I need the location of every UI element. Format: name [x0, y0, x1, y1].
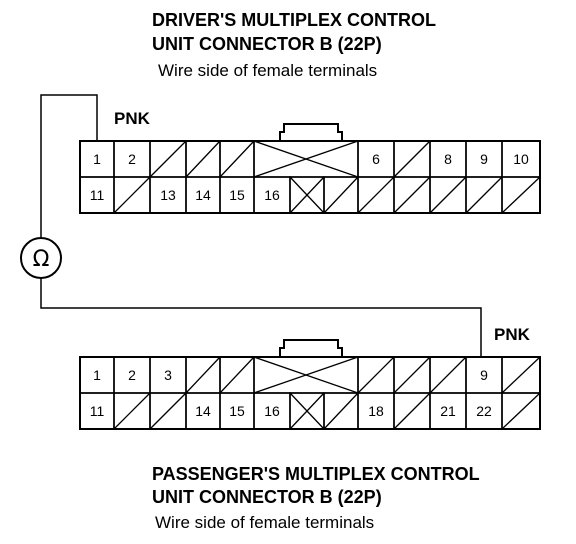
unused-terminal-mark: [429, 356, 467, 394]
unused-terminal-mark: [501, 176, 541, 214]
unused-terminal-mark: [113, 392, 151, 430]
terminal-number: 1: [93, 367, 101, 383]
terminal-number: 15: [229, 403, 245, 419]
blocked-cavity-mark: [289, 176, 325, 214]
connector-lock-tab: [279, 123, 343, 141]
unused-terminal-mark: [501, 356, 541, 394]
unused-terminal-mark: [149, 392, 187, 430]
terminal-number: 16: [264, 403, 280, 419]
unused-terminal-mark: [429, 176, 467, 214]
terminal-number: 14: [195, 403, 211, 419]
meter-wire-return: [40, 278, 482, 357]
unused-terminal-mark: [323, 176, 359, 214]
terminal-number: 2: [128, 151, 136, 167]
terminal-number: 22: [476, 403, 492, 419]
terminal-number: 14: [195, 187, 211, 203]
unused-terminal-mark: [501, 392, 541, 430]
unused-terminal-mark: [113, 176, 151, 214]
passenger-wire-color-label: PNK: [494, 325, 531, 344]
driver-connector-title-line2: UNIT CONNECTOR B (22P): [152, 34, 382, 54]
unused-terminal-mark: [149, 140, 187, 178]
unused-terminal-mark: [357, 356, 395, 394]
unused-terminal-mark: [393, 356, 431, 394]
unused-terminal-mark: [393, 176, 431, 214]
blocked-cavity-mark: [289, 392, 325, 430]
terminal-number: 3: [164, 367, 172, 383]
driver-wire-color-label: PNK: [114, 109, 151, 128]
passenger-connector-title-line1: PASSENGER'S MULTIPLEX CONTROL: [152, 464, 480, 484]
passenger-connector-title-line2: UNIT CONNECTOR B (22P): [152, 487, 382, 507]
driver-connector-title-line1: DRIVER'S MULTIPLEX CONTROL: [152, 10, 436, 30]
driver-connector-subtitle: Wire side of female terminals: [158, 61, 377, 80]
terminal-number: 9: [480, 367, 488, 383]
unused-terminal-mark: [219, 356, 255, 394]
terminal-number: 6: [372, 151, 380, 167]
meter-wire: [40, 94, 98, 238]
terminal-number: 10: [513, 151, 529, 167]
blocked-cavity-mark: [253, 356, 359, 394]
blocked-cavity-mark: [253, 140, 359, 178]
terminal-number: 18: [368, 403, 384, 419]
unused-terminal-mark: [393, 392, 431, 430]
terminal-number: 11: [90, 403, 105, 419]
passenger-connector-subtitle: Wire side of female terminals: [155, 513, 374, 532]
ohmmeter-icon: Ω: [20, 237, 62, 279]
terminal-number: 13: [160, 187, 176, 203]
terminal-number: 9: [480, 151, 488, 167]
terminal-number: 1: [93, 151, 101, 167]
terminal-number: 15: [229, 187, 245, 203]
unused-terminal-mark: [393, 140, 431, 178]
unused-terminal-mark: [185, 356, 221, 394]
passenger-connector-b: 1 2 3 9 11 14 15 16 18 21 22: [79, 339, 541, 430]
terminal-number: 21: [440, 403, 456, 419]
unused-terminal-mark: [357, 176, 395, 214]
ohm-symbol: Ω: [33, 247, 50, 272]
terminal-number: 2: [128, 367, 136, 383]
terminal-number: 16: [264, 187, 280, 203]
driver-connector-b: 1 2 6 8 9 10 11 13 14 15 16: [79, 123, 541, 214]
terminal-number: 8: [444, 151, 452, 167]
terminal-cell: [501, 176, 541, 214]
terminal-number: 11: [90, 187, 105, 203]
unused-terminal-mark: [323, 392, 359, 430]
unused-terminal-mark: [185, 140, 221, 178]
terminal-cell: [501, 392, 541, 430]
unused-terminal-mark: [465, 176, 503, 214]
unused-terminal-mark: [219, 140, 255, 178]
connector-lock-tab: [279, 339, 343, 357]
